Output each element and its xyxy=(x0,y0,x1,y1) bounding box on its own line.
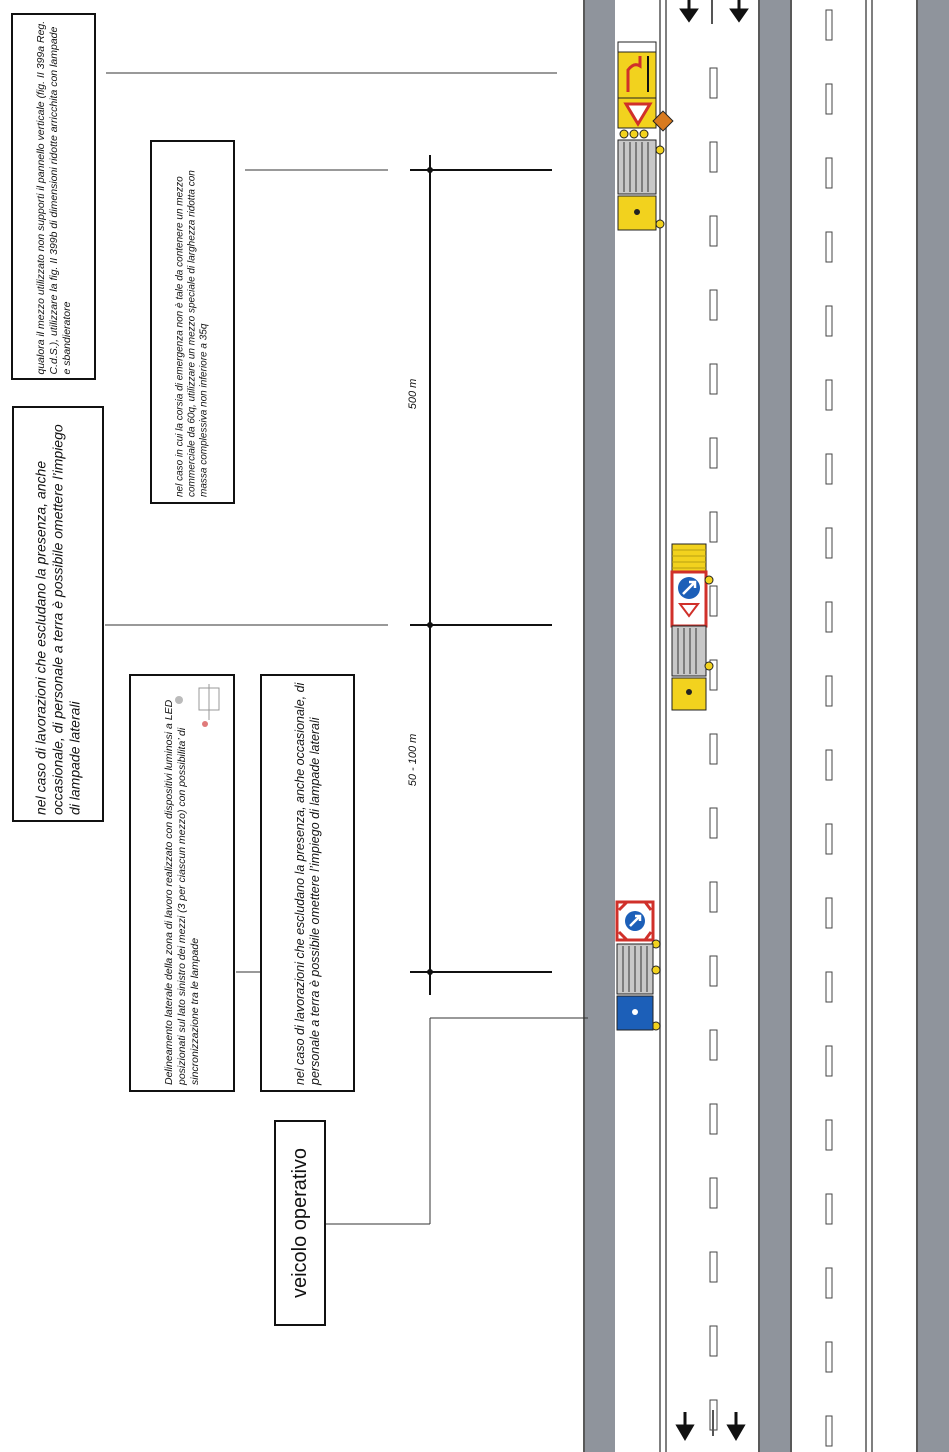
note-lateral-lamps-bottom-text: nel caso di lavorazioni che escludano la… xyxy=(292,682,322,1085)
left-median-band xyxy=(585,0,615,1452)
dimension-lines xyxy=(410,155,552,995)
chevron-panel-icon xyxy=(617,900,653,942)
signal-vehicle-2 xyxy=(670,543,714,711)
label-operative-vehicle-text: veicolo operativo xyxy=(288,1147,311,1299)
leader-lines xyxy=(105,72,588,1225)
operative-vehicle xyxy=(615,900,661,1031)
label-operative-vehicle: veicolo operativo xyxy=(274,1120,326,1326)
lane-dashes-1 xyxy=(709,67,718,1431)
note-emergency-lane: nel caso in cui la corsia di emergenza n… xyxy=(150,140,235,504)
right-shoulder-band xyxy=(918,0,949,1452)
signal-vehicle-1 xyxy=(617,41,674,231)
note-panel-alternative: qualora il mezzo utilizzato non supporti… xyxy=(11,13,96,380)
dimension-label-50-100m: 50 - 100 m xyxy=(407,733,419,787)
note-led-delineation: Delineamento laterale della zona di lavo… xyxy=(129,674,235,1092)
note-lateral-lamps-bottom: nel caso di lavorazioni che escludano la… xyxy=(260,674,355,1092)
dimension-label-500m: 500 m xyxy=(407,378,419,410)
led-lamp-icon xyxy=(175,684,220,727)
keep-right-sign-icon xyxy=(678,577,700,599)
arrow-down-icon xyxy=(675,0,749,1441)
note-lateral-lamps-top-text: nel caso di lavorazioni che escludano la… xyxy=(32,424,83,815)
lane-dashes-2 xyxy=(825,9,833,1447)
note-lateral-lamps-top: nel caso di lavorazioni che escludano la… xyxy=(12,406,104,822)
note-led-delineation-text: Delineamento laterale della zona di lavo… xyxy=(162,699,201,1085)
note-emergency-lane-text: nel caso in cui la corsia di emergenza n… xyxy=(174,170,210,497)
note-panel-alternative-text: qualora il mezzo utilizzato non supporti… xyxy=(34,20,72,374)
central-median-band xyxy=(760,0,790,1452)
